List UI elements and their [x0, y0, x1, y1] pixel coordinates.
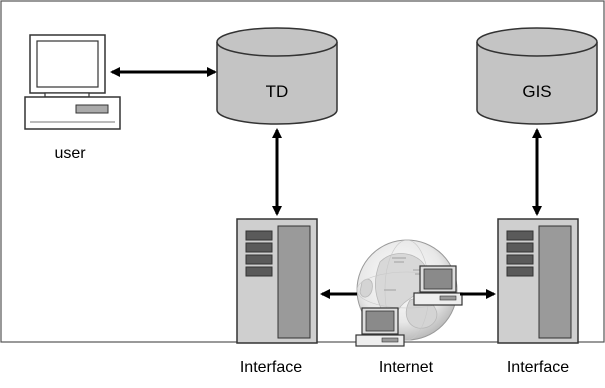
- gis-label: GIS: [522, 82, 551, 101]
- user-computer-icon: [24, 34, 121, 130]
- gis-database-icon: [476, 27, 598, 125]
- user-label: user: [54, 145, 86, 162]
- internet-label: Internet: [379, 359, 434, 376]
- left-server-icon: [236, 218, 318, 344]
- td-database-icon: [216, 27, 338, 125]
- td-label: TD: [266, 82, 289, 101]
- right-server-icon: [497, 218, 579, 344]
- internet-computer-bottom-icon: [355, 307, 405, 347]
- internet-computer-top-icon: [413, 265, 463, 306]
- interface-right-label: Interface: [507, 359, 569, 376]
- interface-left-label: Interface: [240, 359, 302, 376]
